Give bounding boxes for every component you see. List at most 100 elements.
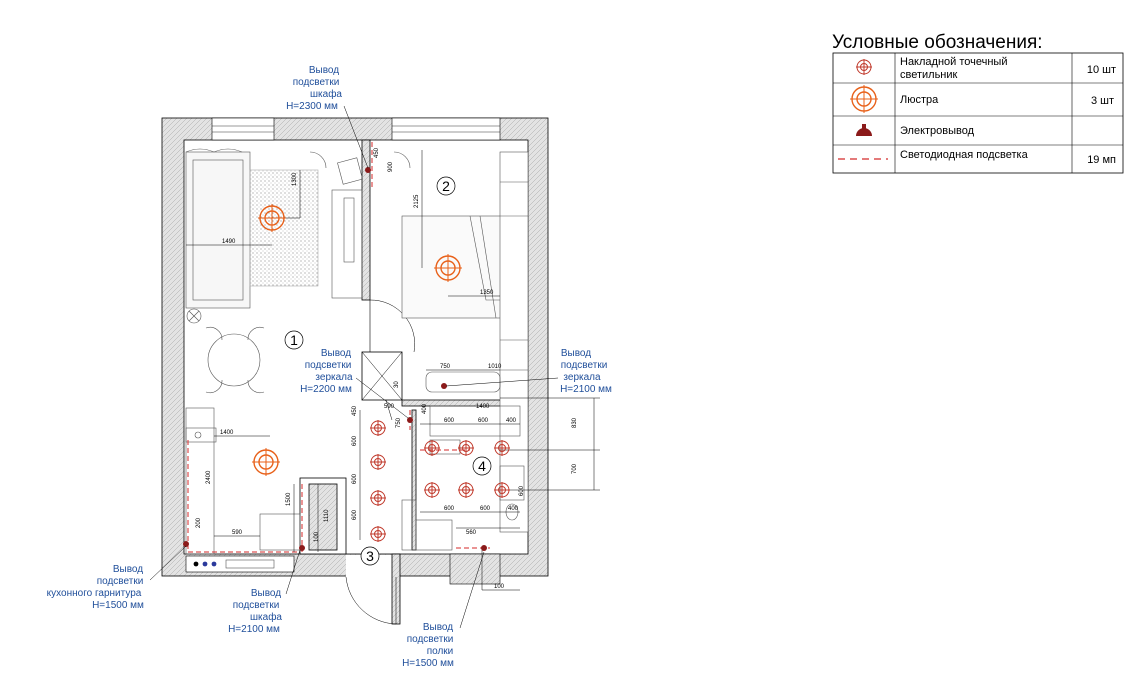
callout-text: зеркала xyxy=(315,372,353,383)
dim-30: 30 xyxy=(394,381,400,388)
callout-text: Вывод xyxy=(113,564,143,575)
dim-600a: 600 xyxy=(444,418,455,424)
dim-590: 590 xyxy=(384,404,395,410)
callout-text: Вывод xyxy=(321,348,351,359)
dim-1110: 1110 xyxy=(324,509,330,522)
dim-700: 700 xyxy=(572,463,578,474)
callout-kitchen: Вывод подсветки кухонного гарнитура H=15… xyxy=(47,564,144,611)
dim-1400b: 1400 xyxy=(220,430,234,436)
legend-qty: 19 мп xyxy=(1087,154,1116,166)
dim-450: 450 xyxy=(374,147,380,158)
spot-light-icon xyxy=(370,490,386,506)
callout-text: подсветки xyxy=(293,77,340,88)
legend: Условные обозначения: Накладной точечный… xyxy=(832,32,1124,174)
dim-200: 200 xyxy=(196,517,202,528)
legend-text: Накладной точечный xyxy=(900,56,1007,68)
room-numbers: 1 2 3 4 xyxy=(284,176,492,566)
dim-560: 560 xyxy=(466,530,477,536)
legend-text: светильник xyxy=(900,69,958,81)
dim-100b: 100 xyxy=(494,584,505,590)
callout-wardrobe-bottom: Вывод подсветки шкафа H=2100 мм xyxy=(228,588,282,635)
callout-text: Вывод xyxy=(251,588,281,599)
callout-text: шкафа xyxy=(250,611,282,623)
callout-text: H=2200 мм xyxy=(300,384,352,395)
callout-text: подсветки xyxy=(305,360,352,371)
room-number-2: 2 xyxy=(442,178,450,194)
spot-light-icon xyxy=(424,440,440,456)
callout-text: Вывод xyxy=(423,622,453,633)
callout-text: H=2100 мм xyxy=(560,384,612,395)
callout-text: полки xyxy=(427,646,454,657)
spot-light-icon xyxy=(458,440,474,456)
callout-text: подсветки xyxy=(97,576,144,587)
chandelier-icon xyxy=(434,254,462,282)
dim-400c: 400 xyxy=(508,506,519,512)
room-number-4: 4 xyxy=(478,458,486,474)
dim-590b: 590 xyxy=(232,530,243,536)
spot-lights xyxy=(370,420,510,542)
legend-title: Условные обозначения: xyxy=(832,32,1043,53)
spot-light-icon xyxy=(370,420,386,436)
electrical-outlet-icon xyxy=(481,545,487,551)
room-number-3: 3 xyxy=(366,548,374,564)
dim-1010: 1010 xyxy=(488,364,502,370)
legend-text: Электровывод xyxy=(900,125,975,137)
callout-text: Вывод xyxy=(309,65,339,76)
electrical-outlet-icon xyxy=(856,124,872,136)
legend-qty: 3 шт xyxy=(1091,95,1114,107)
callout-text: H=1500 мм xyxy=(92,600,144,611)
spot-light-icon xyxy=(458,482,474,498)
electrical-outlet-icon xyxy=(299,545,305,551)
callout-wardrobe-top: Вывод подсветки шкафа H=2300 мм xyxy=(286,65,342,112)
spot-light-icon xyxy=(424,482,440,498)
dim-2125: 2125 xyxy=(414,194,420,208)
spot-light-icon xyxy=(370,526,386,542)
dim-600c: 600 xyxy=(352,435,358,446)
dim-900: 900 xyxy=(388,161,394,172)
callout-text: шкафа xyxy=(310,88,342,100)
dim-1300: 1300 xyxy=(292,172,298,186)
bedroom-furniture xyxy=(309,151,529,533)
dim-830: 830 xyxy=(572,417,578,428)
legend-row-chandelier: Люстра 3 шт xyxy=(850,85,1114,113)
led-strips xyxy=(187,142,490,553)
callout-text: кухонного гарнитура xyxy=(47,588,142,599)
callout-leaders xyxy=(149,105,559,629)
dim-100: 100 xyxy=(314,531,320,542)
legend-text: Светодиодная подсветка xyxy=(900,149,1029,161)
dim-1400: 1400 xyxy=(476,404,490,410)
dim-600f: 600 xyxy=(444,506,455,512)
electrical-outlet-icon xyxy=(183,541,189,547)
electrical-outlets xyxy=(183,167,487,551)
chandelier-icon xyxy=(850,85,878,113)
dim-750: 750 xyxy=(440,364,451,370)
dim-400b: 400 xyxy=(506,418,517,424)
dim-400: 400 xyxy=(422,403,428,414)
callout-text: H=2300 мм xyxy=(286,101,338,112)
callout-text: Вывод xyxy=(561,348,591,359)
chandelier-icon xyxy=(258,204,286,232)
spot-light-icon xyxy=(856,59,872,75)
kitchen-furniture xyxy=(185,407,301,573)
chandeliers xyxy=(252,204,462,476)
dim-600h: 600 xyxy=(519,485,525,496)
dim-600d: 600 xyxy=(352,473,358,484)
callout-text: H=2100 мм xyxy=(228,624,280,635)
legend-row-led: Светодиодная подсветка 19 мп xyxy=(838,149,1116,166)
legend-row-outlet: Электровывод xyxy=(856,124,975,137)
room-number-1: 1 xyxy=(290,332,298,348)
dim-1500: 1500 xyxy=(286,492,292,506)
dim-750b: 750 xyxy=(396,417,402,428)
dimension-lines xyxy=(186,150,600,591)
callout-shelf: Вывод подсветки полки H=1500 мм xyxy=(402,622,454,669)
spot-light-icon xyxy=(370,454,386,470)
legend-row-spot: Накладной точечный светильник 10 шт xyxy=(856,56,1116,81)
callout-text: подсветки xyxy=(233,600,280,611)
dim-450b: 450 xyxy=(352,405,358,416)
spot-light-icon xyxy=(494,482,510,498)
living-furniture xyxy=(185,148,363,393)
legend-qty: 10 шт xyxy=(1087,64,1116,76)
electrical-outlet-icon xyxy=(365,167,371,173)
legend-text: Люстра xyxy=(900,94,939,106)
